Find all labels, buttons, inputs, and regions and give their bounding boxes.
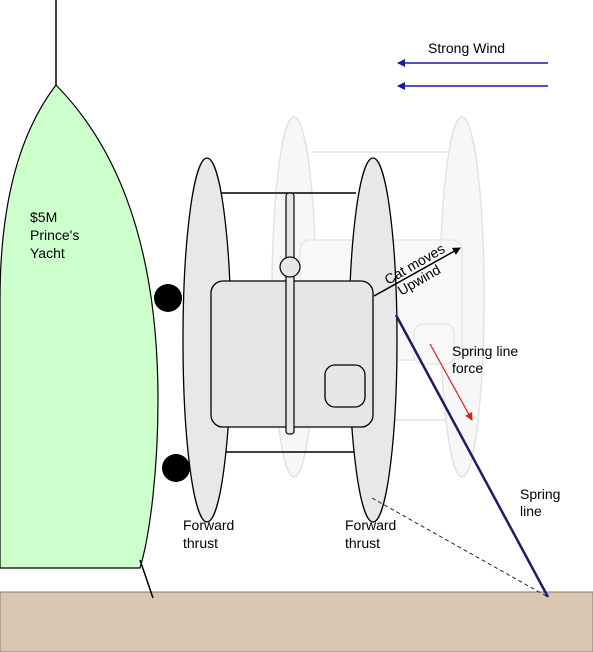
forward-thrust-right-line1: Forward	[345, 517, 396, 533]
forward-thrust-right-line2: thrust	[345, 535, 380, 551]
yacht-label-line2: Prince's	[30, 227, 79, 243]
strong-wind-label: Strong Wind	[428, 40, 505, 56]
cat-moves-arrow	[373, 247, 461, 297]
yacht-label-line1: $5M	[30, 209, 57, 225]
spring-line	[394, 314, 550, 598]
yacht-hull	[0, 84, 159, 569]
yacht-label-line3: Yacht	[30, 245, 65, 261]
spring-force-label-line1: Spring line	[452, 343, 518, 359]
catamaran	[182, 157, 398, 523]
fender-lower	[162, 454, 190, 482]
helm-seat	[324, 364, 366, 408]
spring-line-label-line1: Spring	[520, 486, 560, 502]
mast	[279, 256, 301, 278]
spring-line-dashed	[371, 497, 549, 598]
mast-boom	[285, 192, 295, 435]
spring-force-label-line2: force	[452, 360, 483, 376]
yacht-stern-line	[139, 559, 154, 599]
dock	[0, 591, 593, 652]
fender-upper	[154, 284, 182, 312]
forward-thrust-left-line1: Forward	[183, 517, 234, 533]
spring-line-label-line2: line	[520, 503, 542, 519]
forward-thrust-left-line2: thrust	[183, 535, 218, 551]
spring-force-arrow	[429, 343, 473, 421]
